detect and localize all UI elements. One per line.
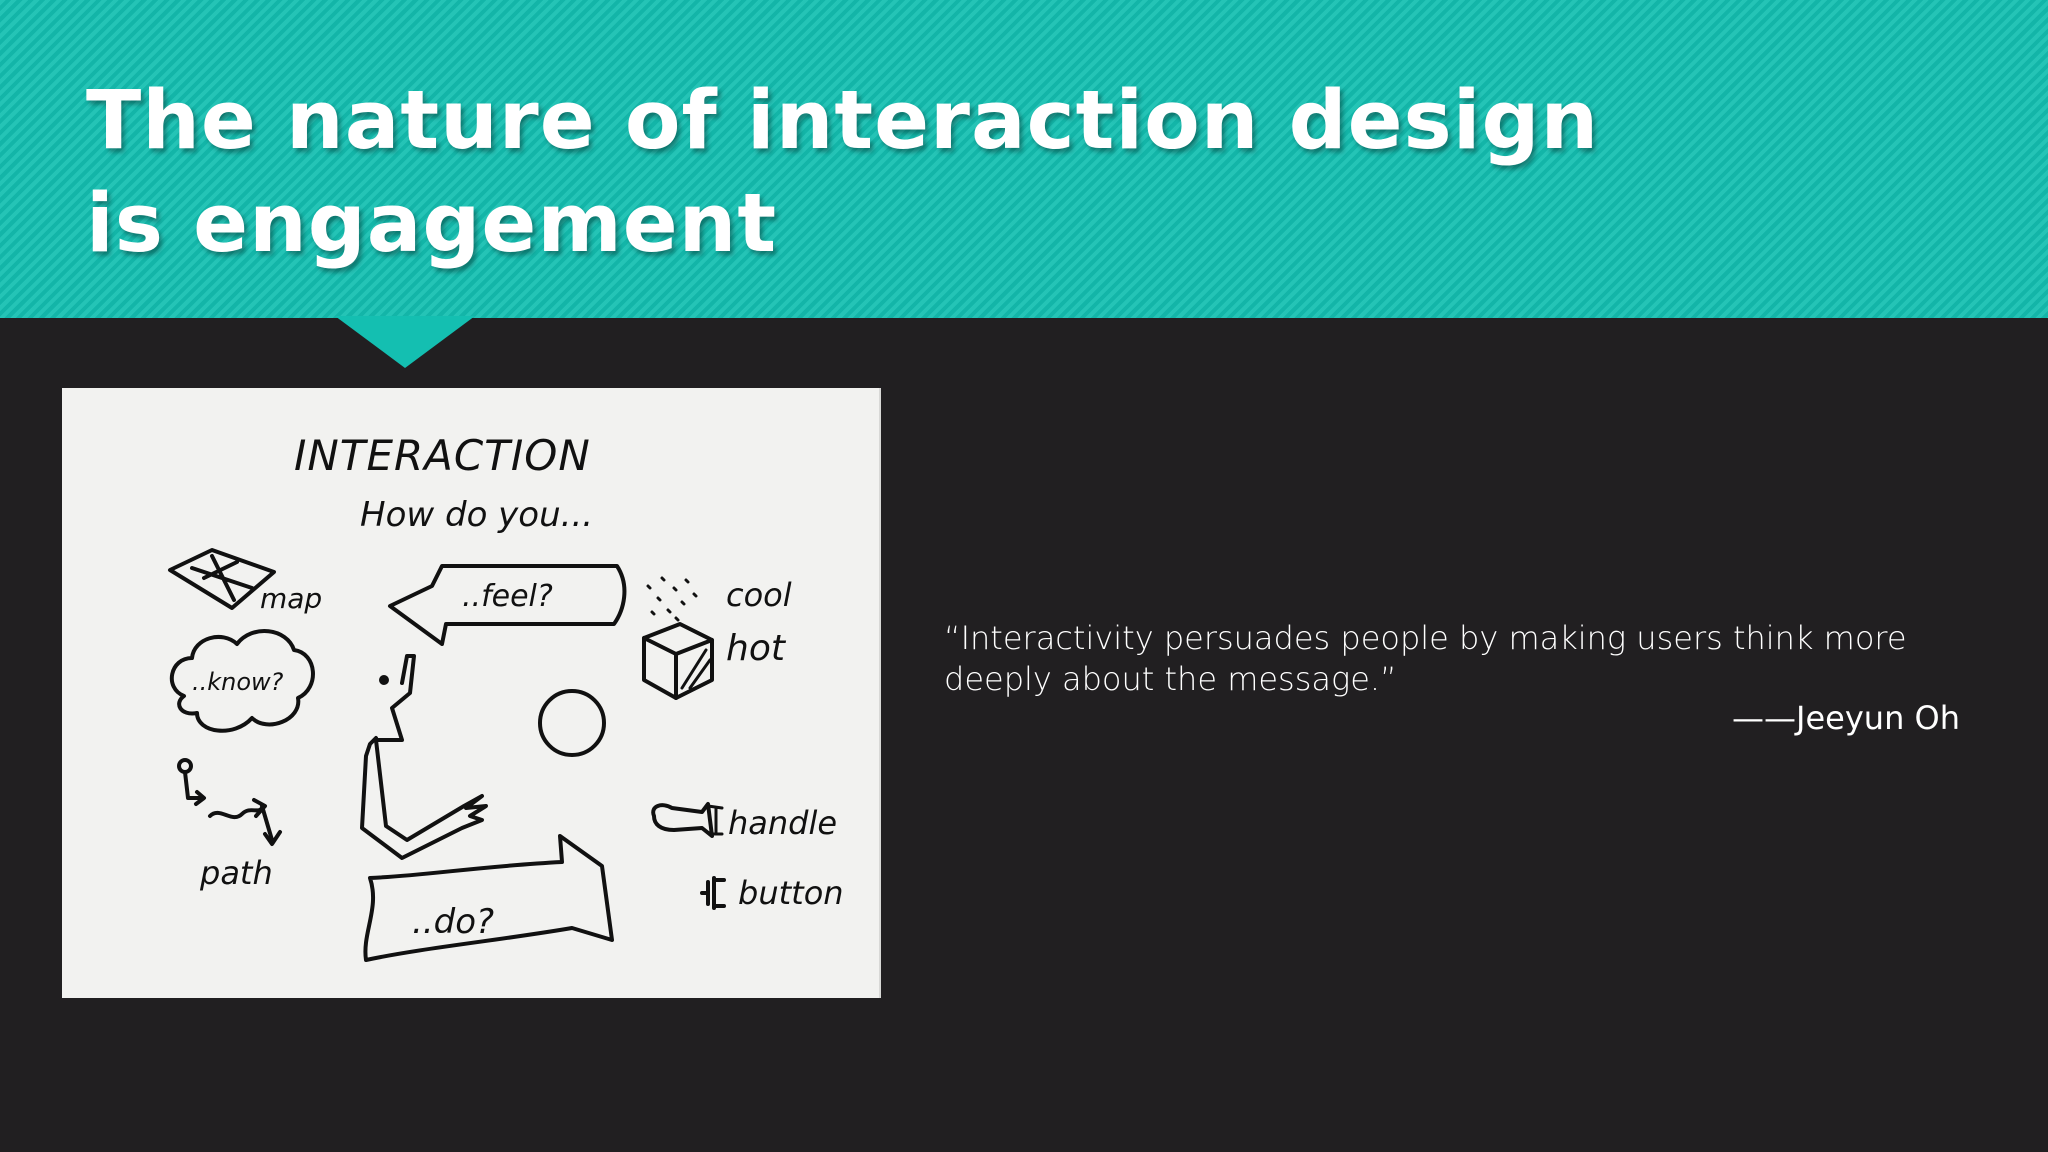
sketch-heading: INTERACTION — [294, 431, 591, 480]
ball-icon — [538, 689, 606, 757]
quote-attribution: ——Jeeyun Oh — [1732, 699, 1960, 737]
thought-cloud-icon — [169, 629, 315, 733]
quote-text: “Interactivity persuades people by makin… — [944, 619, 1907, 698]
path-icon — [177, 758, 282, 846]
sketch-label-button: button — [738, 874, 844, 912]
sketch-label-path: path — [199, 854, 273, 892]
sketch-label-cool: cool — [726, 576, 792, 614]
button-icon — [700, 876, 726, 910]
do-arrow-icon — [363, 834, 614, 962]
head-profile-icon — [360, 654, 488, 860]
handle-icon — [651, 802, 714, 838]
hot-cube-icon — [642, 622, 714, 700]
sketch-label-handle: handle — [728, 804, 837, 842]
feel-arrow-icon — [388, 564, 627, 646]
sketch-subheading: How do you... — [360, 495, 593, 535]
sketch-label-map: map — [260, 582, 322, 615]
interaction-sketch-image: INTERACTION How do you... map ..know? pa… — [62, 388, 881, 998]
sketch-label-feel: ..feel? — [462, 579, 553, 614]
cool-dots-icon — [646, 576, 698, 622]
slide-title: The nature of interaction design is enga… — [86, 74, 1600, 271]
map-icon — [168, 548, 276, 610]
sketch-label-do: ..do? — [412, 902, 494, 942]
sketch-label-hot: hot — [726, 628, 787, 669]
title-banner: The nature of interaction design is enga… — [0, 0, 2048, 318]
banner-pointer — [335, 316, 475, 368]
sketch-label-know: ..know? — [192, 668, 284, 696]
sketch-drawing: INTERACTION How do you... map ..know? pa… — [168, 431, 844, 962]
